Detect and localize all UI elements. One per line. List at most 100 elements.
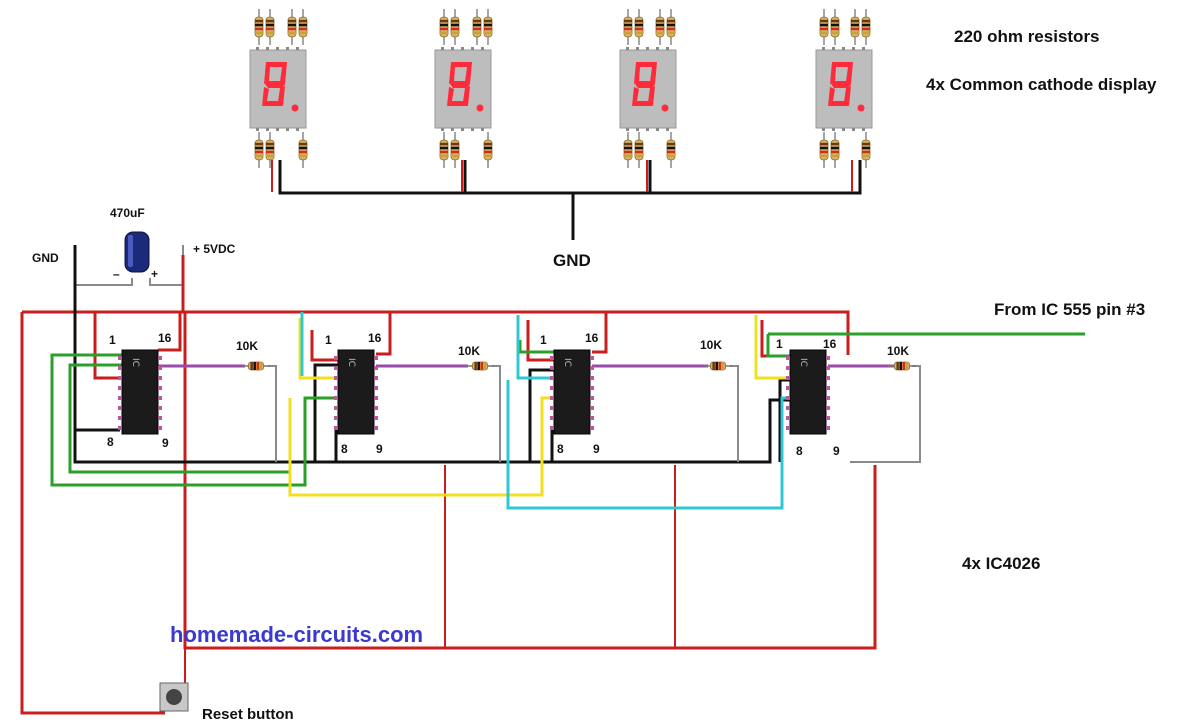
display-segment [830,62,836,84]
ic2-pin1-label: 1 [325,333,332,347]
ic2-supply-loop [376,312,392,356]
ic-pin [590,416,594,420]
ic3-resistor-label: 10K [700,338,723,352]
ic-name-label: IC [798,358,808,367]
display-segment [465,62,472,84]
resistor-band [255,27,263,31]
display-segment [844,86,851,106]
resistor-band [288,19,296,23]
display-pin [646,128,649,131]
display-segment [463,86,470,106]
resistor-band [484,146,492,150]
ic-pin [826,416,830,420]
display-pin [626,128,629,131]
ic-pin [786,426,790,430]
resistor-band [624,23,632,27]
display-segment [632,101,653,106]
resistor-10k-2 [466,361,494,371]
ic-pin [550,366,554,370]
display-1-bottom-resistor [298,132,308,168]
ic4026-chip-4: IC [786,349,830,435]
resistor-band [667,154,675,158]
ic1-pin16-label: 16 [158,331,172,345]
display-pin [842,128,845,131]
resistor-band [667,27,675,31]
resistor-10k-1 [242,361,270,371]
ic-pin [334,396,338,400]
resistor-band [253,362,256,370]
resistor-band [255,31,263,35]
display-pin [862,128,865,131]
resistor-band [266,23,274,27]
resistor-band [862,31,870,35]
ic-pin [826,386,830,390]
resistor-band [299,146,307,150]
capacitor-plus-label: + [151,267,159,281]
display-note: 4x Common cathode display [926,75,1157,94]
resistor-band [440,31,448,35]
display-pin [276,128,279,131]
ic3-pin16-label: 16 [585,331,599,345]
display-pin [286,128,289,131]
ic1-pin8-label: 8 [107,435,114,449]
display-pin [471,47,474,50]
ic3-supply-loop [592,312,608,354]
display-pin [832,47,835,50]
ic-pin [334,376,338,380]
display-pin [656,47,659,50]
ic-pin [826,406,830,410]
resistor-band [820,146,828,150]
ic3-pin8-label: 8 [557,442,564,456]
ic-pin [550,386,554,390]
ic-body [337,349,375,435]
resistor-band [721,362,725,370]
clock-input-wire [766,334,790,358]
resistor-band [484,19,492,23]
ic3-supply-loop [526,320,554,362]
ic-pin [158,356,162,360]
resistor-band [862,154,870,158]
resistor-band [484,142,492,146]
ic-pin [118,386,122,390]
resistor-band [635,146,643,150]
ic-pin [590,386,594,390]
ic1-pin9-label: 9 [162,436,169,450]
resistor-band [473,31,481,35]
resistor-band [299,19,307,23]
display-segment [650,62,657,84]
display-pin [461,128,464,131]
resistor-band [266,146,274,150]
display-1-top-resistor [254,9,264,45]
resistor-band [635,142,643,146]
display-pin [481,47,484,50]
resistor-band [440,142,448,146]
ic-pin [786,416,790,420]
ic1-resistor-label: 10K [236,339,259,353]
display-segment [648,86,655,106]
ic3-pin1-label: 1 [540,333,547,347]
display-body [249,49,307,129]
display-3-top-resistor [634,9,644,45]
resistor-band [820,19,828,23]
resistor-band [266,31,274,35]
ic-name-label: IC [562,358,572,367]
resistor-band [255,150,263,154]
display-segment [262,87,269,106]
resistor-band [250,362,253,370]
resistor-band [718,362,722,370]
resistor-band [905,362,909,370]
ic-pin [826,396,830,400]
resistor-band [624,146,632,150]
ic-pin [334,356,338,360]
resistor-band [299,27,307,31]
ic-pin [334,406,338,410]
display-1-top-resistor [298,9,308,45]
display-pin [822,128,825,131]
resistor-band [299,154,307,158]
ic-pin [158,406,162,410]
ic-pin [786,406,790,410]
ic4026-chip-3: IC [550,349,594,435]
resistor-band [899,362,902,370]
resistor-band [656,31,664,35]
